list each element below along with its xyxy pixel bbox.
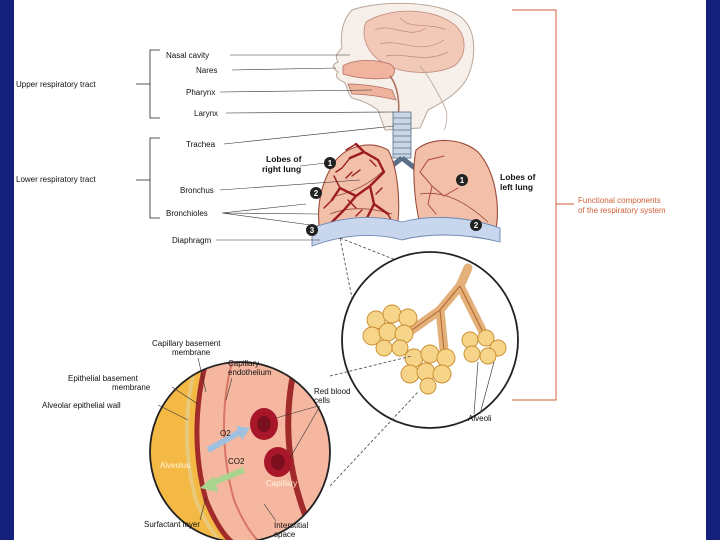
label-diaphragm: Diaphragm <box>172 236 211 245</box>
diaphragm-shape <box>311 216 501 247</box>
lobe-badge-left-1: 1 <box>456 174 468 186</box>
capillary-cross-section <box>149 355 419 540</box>
label-epithelial-basement-line2: membrane <box>112 383 151 392</box>
svg-text:2: 2 <box>314 189 319 198</box>
label-functional-components-line1: Functional components <box>578 196 661 205</box>
label-lobes-right-line2: right lung <box>262 164 301 174</box>
label-capillary-basement-line1: Capillary basement <box>152 339 221 348</box>
label-alveoli: Alveoli <box>468 414 492 423</box>
label-lobes-right-line1: Lobes of <box>266 154 302 164</box>
svg-text:1: 1 <box>328 159 333 168</box>
label-o2: O2 <box>220 429 231 438</box>
label-nasal-cavity: Nasal cavity <box>166 51 209 60</box>
label-nares: Nares <box>196 66 217 75</box>
head-figure <box>333 2 475 131</box>
label-co2: CO2 <box>228 457 245 466</box>
label-pharynx: Pharynx <box>186 88 215 97</box>
label-interstitial-line1: Interstitial <box>274 521 308 530</box>
lower-tract-bracket <box>136 137 160 219</box>
lobe-badge-left-2: 2 <box>470 219 482 231</box>
label-capillary-endothelium-line2: endothelium <box>228 368 272 377</box>
label-functional-components-line2: of the respiratory system <box>578 206 666 215</box>
label-red-blood-cells-line1: Red blood <box>314 387 350 396</box>
label-lobes-left-line1: Lobes of <box>500 172 536 182</box>
label-red-blood-cells-line2: cells <box>314 396 330 405</box>
functional-components-bracket <box>512 9 574 401</box>
lobe-badge-right-3: 3 <box>306 224 318 236</box>
lobe-badge-right-2: 2 <box>310 187 322 199</box>
label-bronchioles: Bronchioles <box>166 209 208 218</box>
label-lower-respiratory-tract: Lower respiratory tract <box>16 175 96 184</box>
label-capillary-basement-line2: membrane <box>172 348 211 357</box>
bronchial-tree <box>323 142 459 229</box>
label-larynx: Larynx <box>194 109 218 118</box>
svg-text:2: 2 <box>474 221 479 230</box>
label-capillary-endothelium-line1: Capillary <box>228 359 259 368</box>
label-alveolus: Alveolus <box>160 461 190 470</box>
label-interstitial-line2: space <box>274 530 296 539</box>
upper-tract-bracket <box>136 49 160 119</box>
label-trachea: Trachea <box>186 140 216 149</box>
alveoli-magnified-view <box>339 237 519 429</box>
label-epithelial-basement-line1: Epithelial basement <box>68 374 139 383</box>
label-alveolar-epithelial-wall: Alveolar epithelial wall <box>42 401 121 410</box>
label-surfactant-layer: Surfactant layer <box>144 520 200 529</box>
label-lobes-left-line2: left lung <box>500 182 533 192</box>
label-upper-respiratory-tract: Upper respiratory tract <box>16 80 96 89</box>
svg-text:3: 3 <box>310 226 315 235</box>
label-capillary: Capillary <box>266 479 297 488</box>
svg-text:1: 1 <box>460 176 465 185</box>
label-bronchus: Bronchus <box>180 186 214 195</box>
lobe-badge-right-1: 1 <box>324 157 336 169</box>
